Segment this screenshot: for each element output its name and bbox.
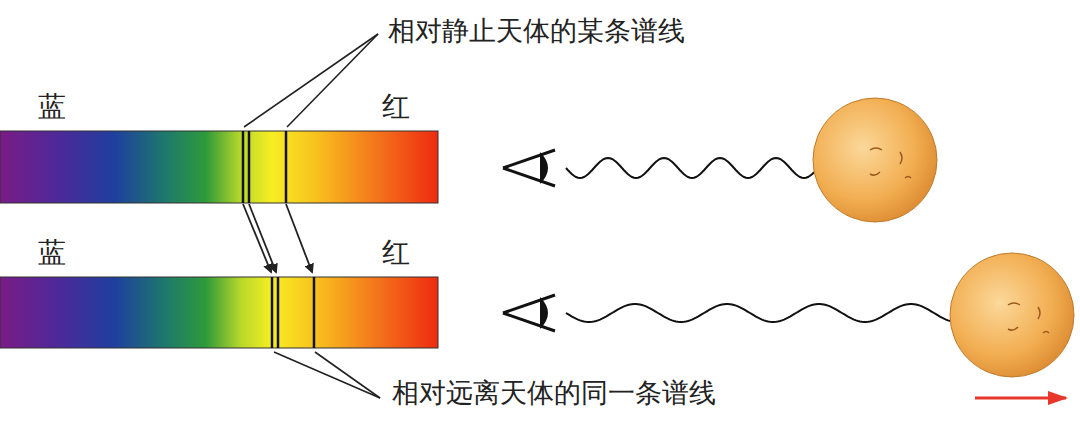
spectrum-bar [0, 277, 438, 348]
line-caption: 相对远离天体的同一条谱线 [392, 378, 716, 408]
spectrum-end-label: 蓝 [38, 238, 66, 269]
star-body [950, 253, 1074, 377]
leader-lines [244, 34, 380, 398]
shift-arrows [243, 204, 312, 272]
light-wave [566, 158, 814, 178]
eye-symbol [503, 295, 555, 331]
star-body [813, 98, 937, 222]
spectrum-bar [0, 131, 438, 203]
spectrum-end-label: 红 [382, 92, 410, 123]
spectrum-end-label: 蓝 [38, 92, 66, 123]
line-caption: 相对静止天体的某条谱线 [388, 16, 685, 46]
spectrum-end-label: 红 [382, 238, 410, 269]
light-wave [566, 304, 950, 322]
eye-symbol [503, 150, 555, 186]
spectral-lines [243, 131, 314, 348]
motion-arrow [975, 397, 1066, 400]
